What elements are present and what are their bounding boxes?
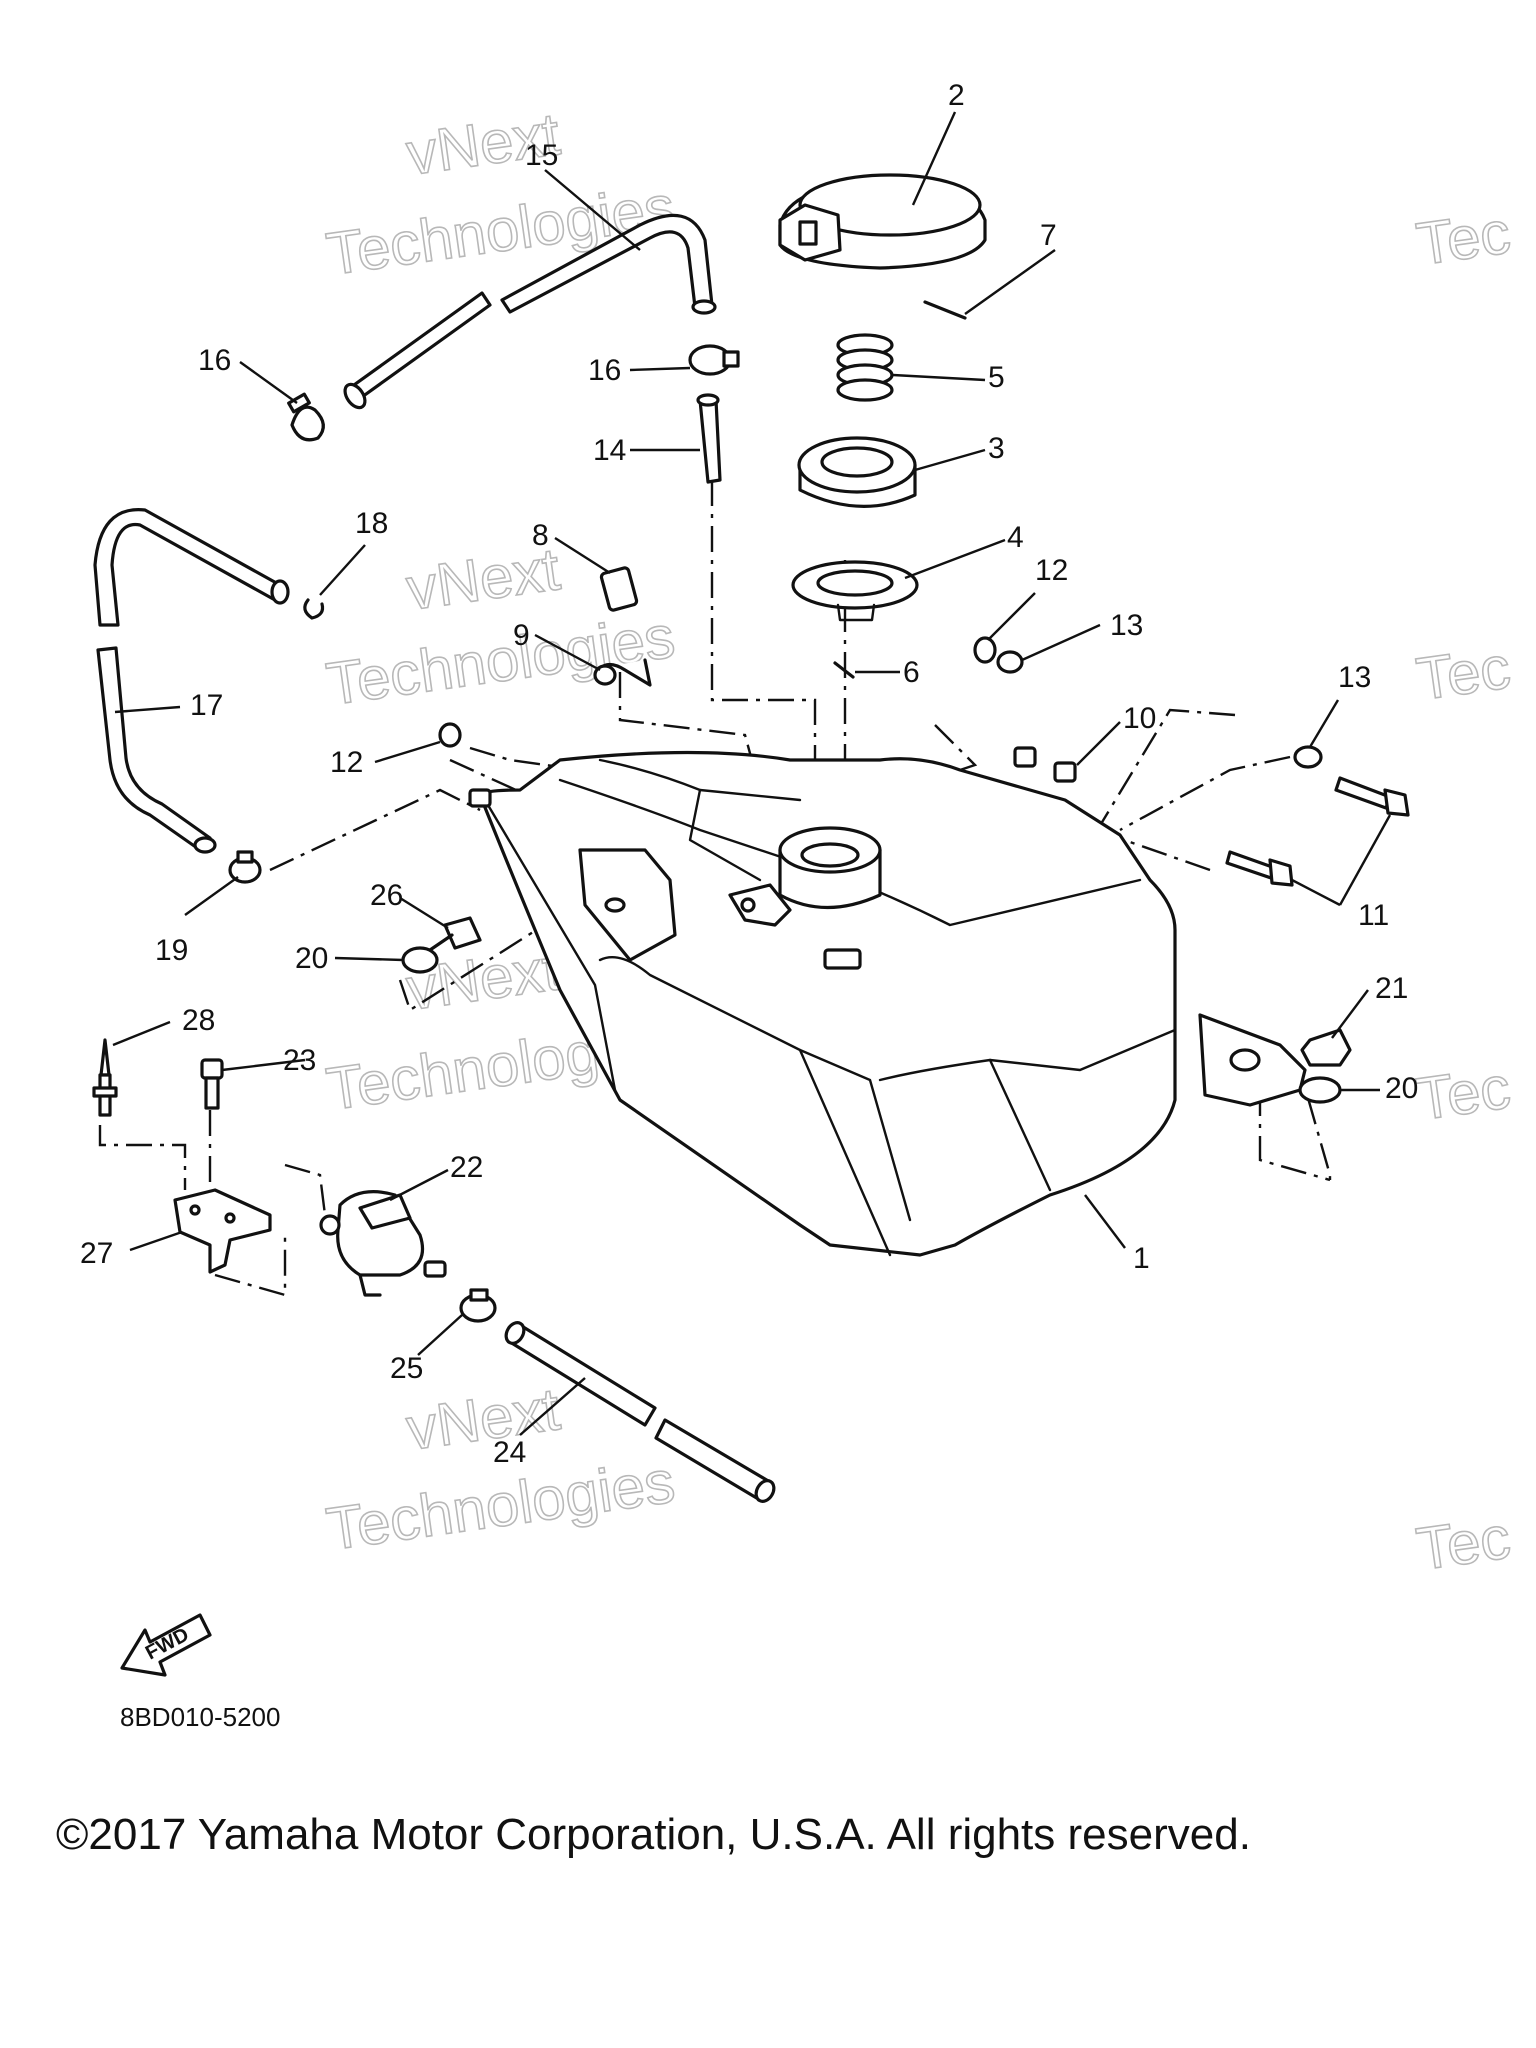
copyright-notice: ©2017 Yamaha Motor Corporation, U.S.A. A… [56, 1810, 1251, 1859]
hose-clamp-upper [688, 344, 740, 376]
cap-spring [836, 333, 894, 402]
callout-15: 15 [525, 139, 558, 172]
hose-clip [303, 598, 325, 620]
callout-20-right: 20 [1385, 1072, 1418, 1105]
breather-hose-upper [343, 213, 717, 410]
vent-fitting [696, 393, 722, 484]
watermark-edge: Tec [1412, 1054, 1514, 1133]
callout-26: 26 [370, 879, 403, 912]
filler-gasket [791, 560, 919, 622]
callout-6: 6 [903, 656, 920, 689]
diagram-code: 8BD010-5200 [120, 1702, 281, 1732]
washer-right [1298, 1076, 1342, 1104]
callout-18: 18 [355, 507, 388, 540]
fuel-cock [319, 1190, 447, 1297]
callout-13-upper: 13 [1110, 609, 1143, 642]
callout-27: 27 [80, 1237, 113, 1270]
hose-clamp-left [287, 392, 325, 442]
watermark-edge: Tec [1412, 1504, 1514, 1583]
callout-16-upper: 16 [588, 354, 621, 387]
callout-12-left: 12 [330, 746, 363, 779]
filler-cap [778, 173, 987, 270]
callout-11: 11 [1358, 899, 1389, 932]
fuel-tank [468, 750, 1307, 1257]
callout-14: 14 [593, 434, 626, 467]
callout-17: 17 [190, 689, 223, 722]
watermark-edge: Tec [1412, 199, 1514, 278]
callout-9: 9 [513, 619, 530, 652]
callouts: 2 7 5 3 4 6 15 16 16 14 8 9 10 11 12 12 … [80, 79, 1418, 1469]
fuel-hose [504, 1321, 776, 1503]
filler-neck-ring [797, 436, 917, 508]
callout-13-right: 13 [1338, 661, 1371, 694]
hose-clamp-lower [228, 850, 262, 884]
grommet-upper [973, 636, 997, 664]
breather-hose-lower [93, 508, 290, 854]
nut-upper [1013, 746, 1037, 768]
callout-21: 21 [1375, 972, 1408, 1005]
callout-2: 2 [948, 79, 965, 112]
callout-10: 10 [1123, 702, 1156, 735]
rivet-pin [92, 1038, 118, 1117]
forward-arrow-icon: FWD [120, 1613, 212, 1677]
callout-23: 23 [283, 1044, 316, 1077]
cap-pin [923, 300, 967, 320]
collar-upper [996, 650, 1024, 674]
callout-25: 25 [390, 1352, 423, 1385]
callout-5: 5 [988, 361, 1005, 394]
watermark-edge: Tec [1412, 634, 1514, 713]
fuel-line-clamp [459, 1288, 497, 1323]
callout-1: 1 [1133, 1242, 1150, 1275]
fuel-sender [593, 566, 652, 687]
callout-16-left: 16 [198, 344, 231, 377]
grommet-left [438, 722, 462, 748]
callout-24: 24 [493, 1436, 526, 1469]
callout-12-upper: 12 [1035, 554, 1068, 587]
collar-right [1293, 745, 1323, 769]
callout-7: 7 [1040, 219, 1057, 252]
watermark-technologies: Technologies [322, 603, 678, 718]
leader-lines [112, 111, 1392, 1436]
callout-22: 22 [450, 1151, 483, 1184]
tank-bolt-lower [1225, 850, 1294, 887]
bracket-bolt-small [200, 1058, 224, 1110]
callout-3: 3 [988, 432, 1005, 465]
watermark-technologies: Technologies [322, 173, 678, 288]
nut-lower [1053, 761, 1077, 783]
callout-28: 28 [182, 1004, 215, 1037]
callout-20-left: 20 [295, 942, 328, 975]
callout-19: 19 [155, 934, 188, 967]
small-pin [833, 661, 855, 679]
callout-4: 4 [1007, 521, 1024, 554]
bracket-bolt [428, 916, 482, 952]
flange-nut [1300, 1028, 1352, 1067]
washer-left [401, 946, 439, 974]
tank-bolt-upper [1334, 776, 1410, 817]
mounting-bracket [173, 1188, 272, 1274]
callout-8: 8 [532, 519, 549, 552]
